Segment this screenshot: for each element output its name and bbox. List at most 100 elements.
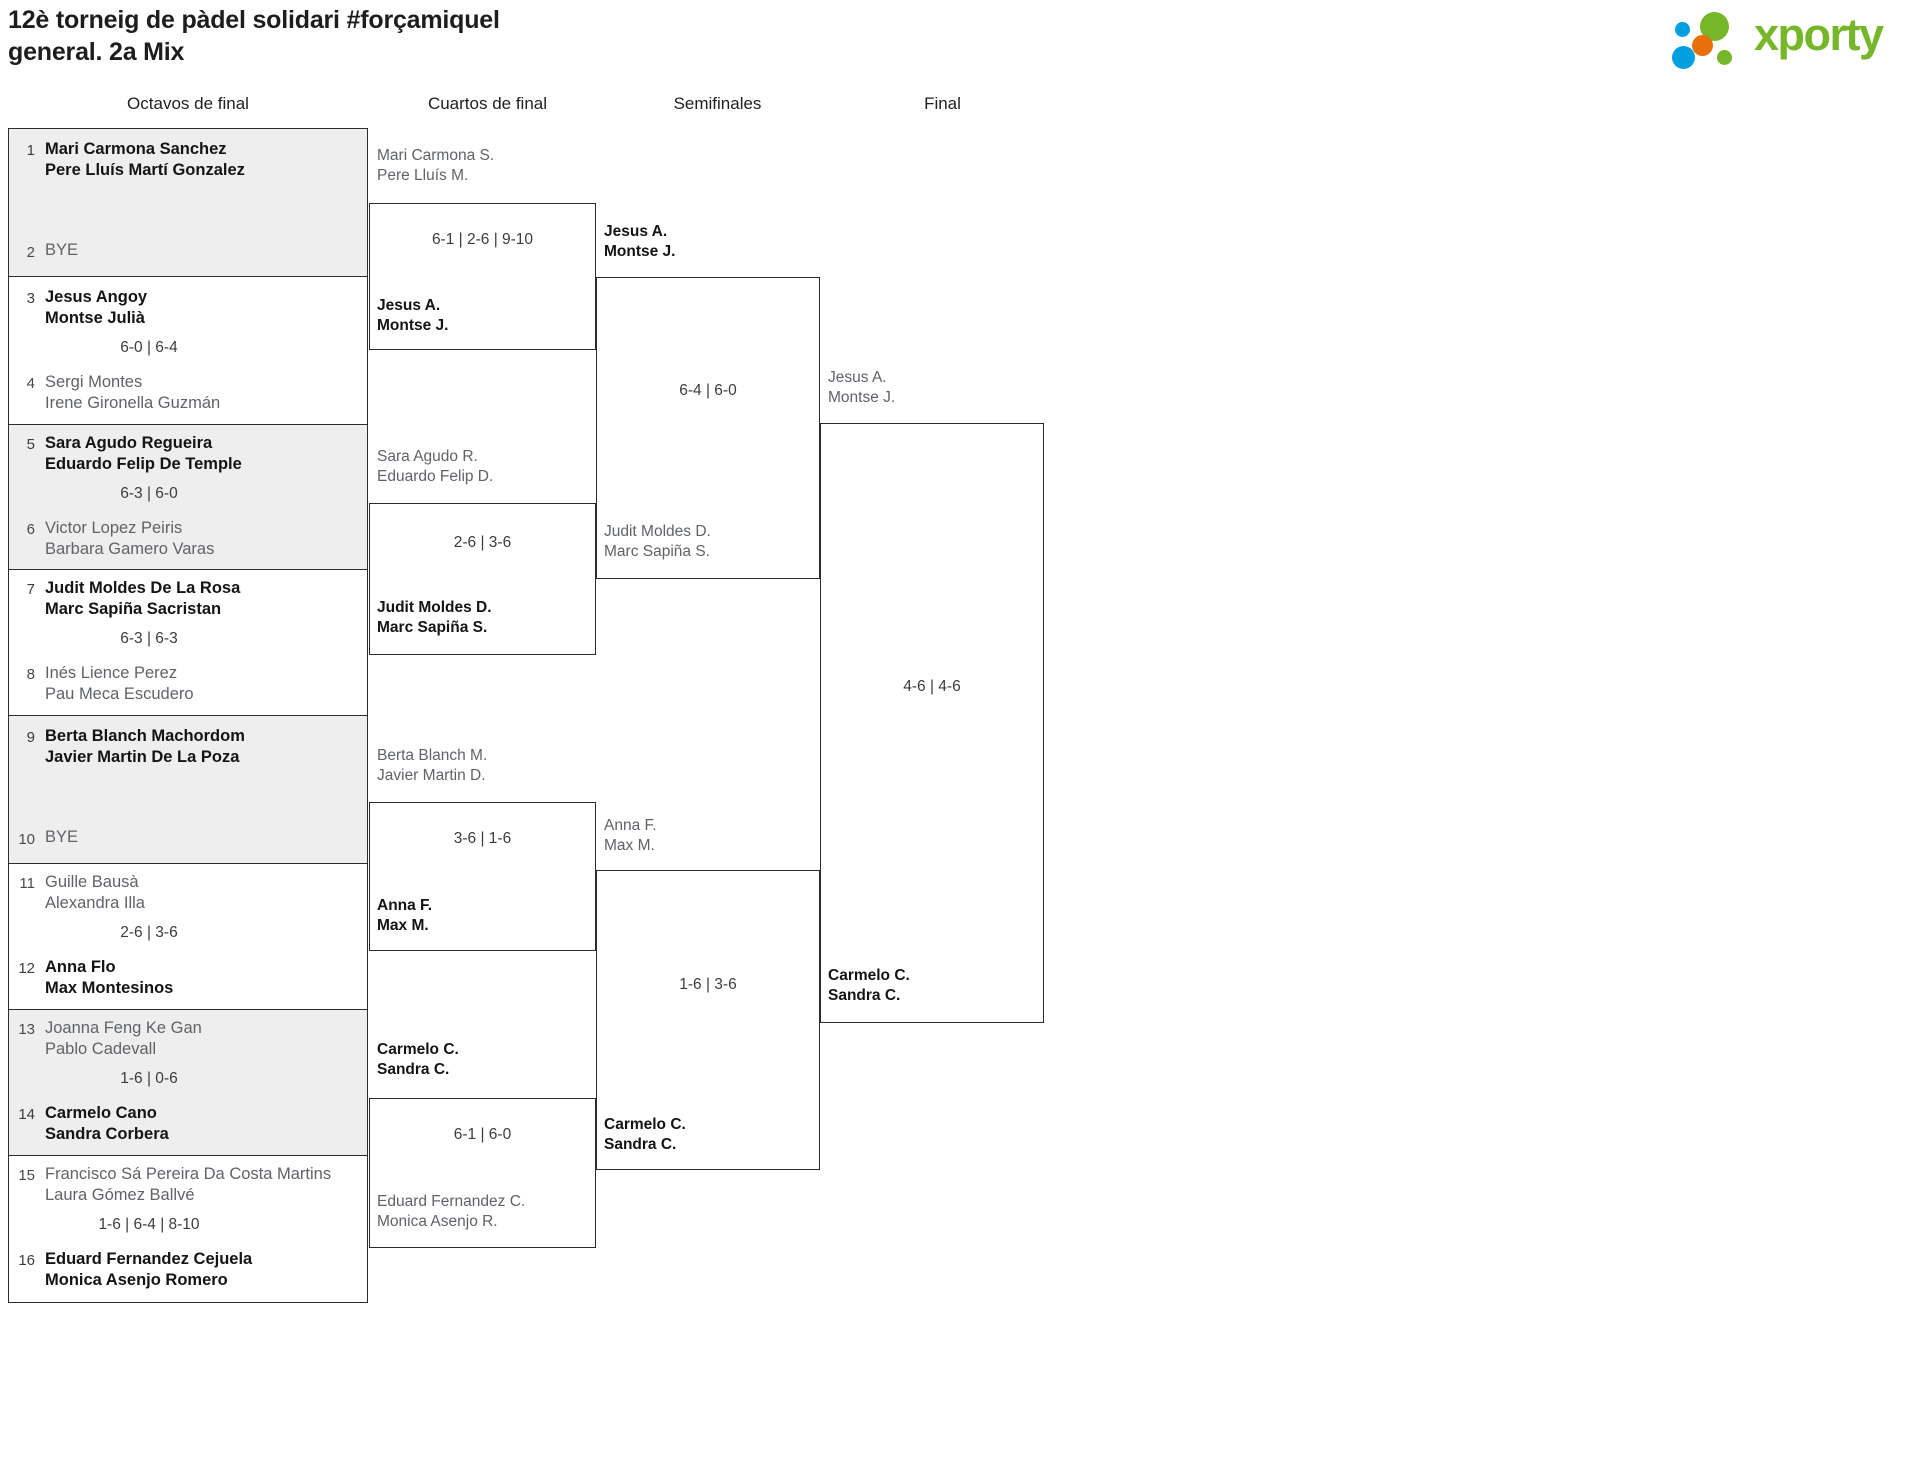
- round2-team-top[interactable]: Berta Blanch M. Javier Martin D.: [377, 747, 488, 785]
- round1-match[interactable]: 3 Jesus Angoy Montse Julià 6-0 | 6-4 4 S…: [9, 277, 367, 425]
- round1-match[interactable]: 9 Berta Blanch Machordom Javier Martin D…: [9, 716, 367, 864]
- team-names: Carmelo Cano Sandra Corbera: [45, 1104, 169, 1144]
- round1-team-top[interactable]: 13 Joanna Feng Ke Gan Pablo Cadevall: [9, 1018, 367, 1060]
- logo-wordmark: xporty: [1754, 9, 1884, 60]
- round3-match-box[interactable]: [596, 277, 820, 579]
- round1-team-bottom[interactable]: 2 BYE: [9, 241, 367, 261]
- round4-match-box[interactable]: [820, 423, 1044, 1023]
- round2-team-bottom[interactable]: Eduard Fernandez C. Monica Asenjo R.: [377, 1193, 526, 1231]
- round1-match[interactable]: 11 Guille Bausà Alexandra Illa 2-6 | 3-6…: [9, 864, 367, 1010]
- seed-number: 13: [18, 1021, 35, 1038]
- team-names: Mari Carmona Sanchez Pere Lluís Martí Go…: [45, 140, 245, 180]
- seed-number: 9: [26, 729, 35, 746]
- page-title-line2: general. 2a Mix: [8, 38, 185, 66]
- round1-team-bottom[interactable]: 16 Eduard Fernandez Cejuela Monica Asenj…: [9, 1249, 367, 1291]
- round2-team-bottom[interactable]: Jesus A. Montse J.: [377, 297, 449, 335]
- round2-match-box[interactable]: [369, 503, 596, 655]
- logo-dot-orange: [1692, 35, 1713, 56]
- round2-team-top[interactable]: Mari Carmona S. Pere Lluís M.: [377, 147, 495, 185]
- round-heading-semifinales: Semifinales: [673, 94, 762, 113]
- round1-score: 1-6 | 0-6: [120, 1070, 178, 1087]
- round1-team-bottom[interactable]: 8 Inés Lience Perez Pau Meca Escudero: [9, 663, 367, 705]
- team-names: Sergi Montes Irene Gironella Guzmán: [45, 373, 221, 413]
- round1-team-top[interactable]: 15 Francisco Sá Pereira Da Costa Martins…: [9, 1164, 367, 1206]
- round-heading-octavos: Octavos de final: [127, 94, 249, 113]
- seed-number: 5: [26, 436, 35, 453]
- round1-team-top[interactable]: 3 Jesus Angoy Montse Julià: [9, 287, 367, 329]
- team-names: Jesus Angoy Montse Julià: [45, 288, 148, 328]
- team-names: Francisco Sá Pereira Da Costa Martins La…: [45, 1165, 332, 1205]
- page-title-line1: 12è torneig de pàdel solidari #forçamiqu…: [8, 6, 500, 34]
- round3-team-top[interactable]: Anna F. Max M.: [604, 817, 657, 855]
- round1-score: 6-0 | 6-4: [120, 339, 178, 356]
- round1-score: 6-3 | 6-3: [120, 630, 178, 647]
- round1-team-top[interactable]: 1 Mari Carmona Sanchez Pere Lluís Martí …: [9, 139, 367, 181]
- round4-team-top[interactable]: Jesus A. Montse J.: [828, 369, 896, 407]
- page-title: 12è torneig de pàdel solidari #forçamiqu…: [8, 4, 908, 68]
- round2-team-bottom[interactable]: Anna F. Max M.: [377, 897, 433, 935]
- round1-team-top[interactable]: 7 Judit Moldes De La Rosa Marc Sapiña Sa…: [9, 578, 367, 620]
- round1-score: 2-6 | 3-6: [120, 924, 178, 941]
- team-names: Judit Moldes De La Rosa Marc Sapiña Sacr…: [45, 579, 241, 619]
- team-names: Victor Lopez Peiris Barbara Gamero Varas: [45, 519, 215, 559]
- round1-match[interactable]: 15 Francisco Sá Pereira Da Costa Martins…: [9, 1156, 367, 1302]
- seed-number: 11: [19, 875, 35, 892]
- team-names: Eduard Fernandez Cejuela Monica Asenjo R…: [45, 1250, 253, 1290]
- round1-team-bottom[interactable]: 10 BYE: [9, 828, 367, 848]
- round3-match-box[interactable]: [596, 870, 820, 1170]
- team-names: Sara Agudo Regueira Eduardo Felip De Tem…: [45, 434, 242, 474]
- round3-score: 6-4 | 6-0: [679, 382, 737, 399]
- round1-score: 1-6 | 6-4 | 8-10: [98, 1216, 200, 1233]
- seed-number: 8: [26, 666, 35, 683]
- round2-match-box[interactable]: [369, 1098, 596, 1248]
- seed-number: 16: [18, 1252, 35, 1269]
- seed-number: 7: [26, 581, 35, 598]
- round1-team-bottom[interactable]: 14 Carmelo Cano Sandra Corbera: [9, 1103, 367, 1145]
- round1-match[interactable]: 1 Mari Carmona Sanchez Pere Lluís Martí …: [9, 129, 367, 277]
- seed-number: 4: [26, 375, 35, 392]
- seed-number: 6: [26, 521, 35, 538]
- bye-label: BYE: [45, 241, 79, 259]
- logo-dot-blue-large: [1672, 46, 1695, 69]
- round2-score: 2-6 | 3-6: [453, 534, 512, 551]
- round2-score: 3-6 | 1-6: [453, 830, 512, 847]
- round4-team-bottom champion[interactable]: Carmelo C. Sandra C.: [828, 967, 910, 1005]
- team-names: Berta Blanch Machordom Javier Martin De …: [45, 727, 245, 767]
- round2-team-top[interactable]: Carmelo C. Sandra C.: [377, 1041, 459, 1079]
- team-names: Guille Bausà Alexandra Illa: [45, 873, 145, 913]
- round2-team-top[interactable]: Sara Agudo R. Eduardo Felip D.: [377, 448, 494, 486]
- round2-match-box[interactable]: [369, 203, 596, 350]
- seed-number: 2: [26, 244, 35, 261]
- round1-score: 6-3 | 6-0: [120, 485, 178, 502]
- round1-team-bottom[interactable]: 12 Anna Flo Max Montesinos: [9, 957, 367, 999]
- round1-team-bottom[interactable]: 6 Victor Lopez Peiris Barbara Gamero Var…: [9, 518, 367, 560]
- round2-score: 6-1 | 2-6 | 9-10: [431, 231, 534, 248]
- round4-score: 4-6 | 4-6: [903, 678, 961, 695]
- round1-team-bottom[interactable]: 4 Sergi Montes Irene Gironella Guzmán: [9, 372, 367, 414]
- round1-match[interactable]: 5 Sara Agudo Regueira Eduardo Felip De T…: [9, 425, 367, 570]
- xporty-logo: xporty: [1668, 8, 1898, 69]
- seed-number: 1: [26, 142, 35, 159]
- team-names: Joanna Feng Ke Gan Pablo Cadevall: [45, 1019, 202, 1059]
- seed-number: 14: [18, 1106, 35, 1123]
- round2-team-bottom[interactable]: Judit Moldes D. Marc Sapiña S.: [377, 599, 492, 637]
- round3-team-bottom[interactable]: Judit Moldes D. Marc Sapiña S.: [604, 523, 711, 561]
- seed-number: 15: [18, 1167, 35, 1184]
- round2-match-box[interactable]: [369, 802, 596, 951]
- bye-label: BYE: [45, 828, 79, 846]
- round1-team-top[interactable]: 9 Berta Blanch Machordom Javier Martin D…: [9, 726, 367, 768]
- round-heading-cuartos: Cuartos de final: [427, 94, 548, 113]
- round2-score: 6-1 | 6-0: [453, 1126, 512, 1143]
- logo-dot-green-small: [1717, 50, 1732, 65]
- round3-team-bottom[interactable]: Carmelo C. Sandra C.: [604, 1116, 686, 1154]
- round-heading-final: Final: [924, 94, 961, 113]
- round1-team-top[interactable]: 11 Guille Bausà Alexandra Illa: [9, 872, 367, 914]
- logo-dot-blue-small: [1675, 22, 1690, 37]
- round1-team-top[interactable]: 5 Sara Agudo Regueira Eduardo Felip De T…: [9, 433, 367, 475]
- seed-number: 10: [18, 831, 35, 848]
- round3-team-top[interactable]: Jesus A. Montse J.: [604, 223, 676, 261]
- round1-match[interactable]: 13 Joanna Feng Ke Gan Pablo Cadevall 1-6…: [9, 1010, 367, 1156]
- round3-score: 1-6 | 3-6: [679, 976, 737, 993]
- seed-number: 12: [18, 960, 35, 977]
- round1-match[interactable]: 7 Judit Moldes De La Rosa Marc Sapiña Sa…: [9, 570, 367, 716]
